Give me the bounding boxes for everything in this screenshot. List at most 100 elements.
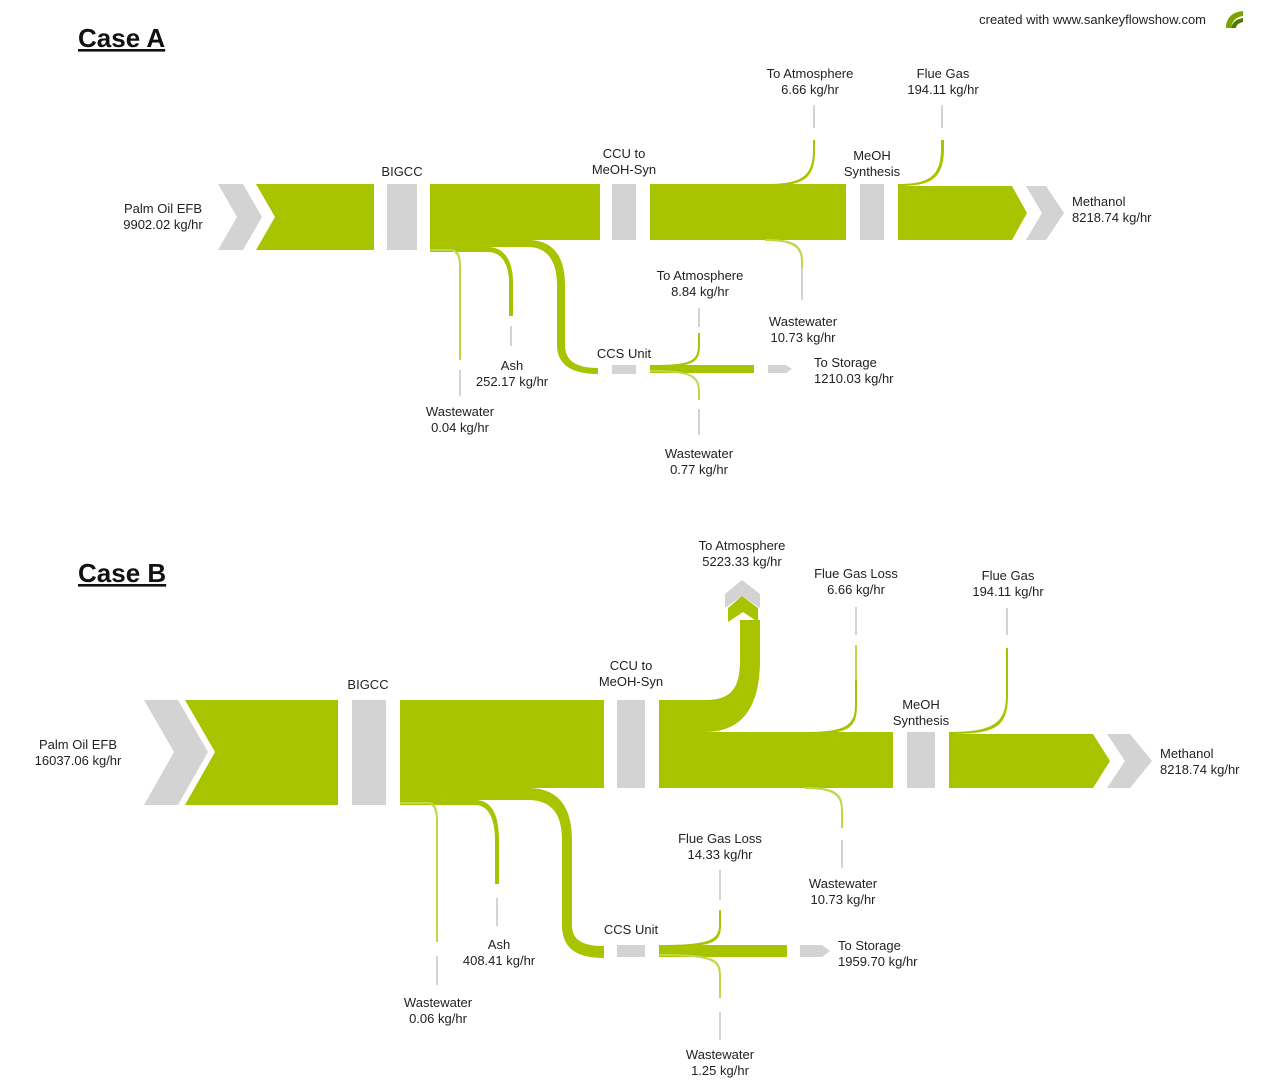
case-b-feed-flow: [185, 700, 338, 805]
case-b-methanol-arrow: [1107, 734, 1152, 788]
case-b-flow-ccu-meoh: [659, 732, 893, 788]
case-a-meoh-label-1: MeOH: [853, 148, 891, 163]
case-b-ww-bigcc-value: 0.06 kg/hr: [409, 1011, 467, 1026]
case-a-atm-ccs-name: To Atmosphere: [657, 268, 744, 283]
case-b-ccs-node: [617, 945, 645, 957]
credit-text: created with www.sankeyflowshow.com: [979, 12, 1206, 27]
case-b-atm-value: 5223.33 kg/hr: [702, 554, 782, 569]
case-b-feed-value: 16037.06 kg/hr: [35, 753, 122, 768]
case-b-ash-name: Ash: [488, 937, 510, 952]
case-b-flow-ww-ccs: [659, 954, 721, 998]
case-b-atm-name: To Atmosphere: [699, 538, 786, 553]
case-b-fg-loss-ccs-name: Flue Gas Loss: [678, 831, 762, 846]
case-a-ww-ccs-value: 0.77 kg/hr: [670, 462, 728, 477]
case-a-ash-value: 252.17 kg/hr: [476, 374, 549, 389]
case-a-ccu-label-1: CCU to: [603, 146, 646, 161]
case-b-feed-name: Palm Oil EFB: [39, 737, 117, 752]
case-a-atm-top-name: To Atmosphere: [767, 66, 854, 81]
case-a-ccu-node: [612, 184, 636, 240]
case-a-flow-ccu-meoh: [650, 184, 846, 240]
case-a-ww-bigcc-value: 0.04 kg/hr: [431, 420, 489, 435]
case-a-storage-name: To Storage: [814, 355, 877, 370]
case-b-flow-bigcc-ccs: [400, 788, 604, 958]
case-b-atm-arrow: [725, 580, 760, 608]
case-a-atm-top-value: 6.66 kg/hr: [781, 82, 839, 97]
case-b-bigcc-node: [352, 700, 386, 805]
case-b-ww-ccs-name: Wastewater: [686, 1047, 755, 1062]
sankeyflowshow-logo-icon: [1226, 11, 1243, 28]
case-a-flow-atm-top: [765, 140, 815, 186]
case-a-ww-ccu-name: Wastewater: [769, 314, 838, 329]
case-b-flow-bigcc-ccu: [400, 700, 604, 788]
case-a-flow-atm-ccs: [650, 333, 700, 367]
case-b-fg-loss-top-value: 6.66 kg/hr: [827, 582, 885, 597]
case-b-flow-fg-loss-ccs: [659, 910, 721, 947]
case-a-feed-arrow: [218, 184, 262, 250]
case-b-feed-arrow: [144, 700, 208, 805]
case-b-flue-gas-value: 194.11 kg/hr: [972, 584, 1044, 599]
case-a-ash-name: Ash: [501, 358, 523, 373]
case-b-fg-loss-ccs-value: 14.33 kg/hr: [687, 847, 753, 862]
case-a-flow-flue-gas: [898, 140, 944, 186]
case-a-flow-ww-ccu: [765, 239, 803, 300]
case-a-ccs-node: [612, 365, 636, 374]
case-a-flow-storage: [650, 365, 754, 373]
case-a-title: Case A: [78, 23, 165, 53]
case-a-feed-flow: [256, 184, 374, 250]
case-b-flow-ww-ccu: [805, 787, 843, 828]
case-b-flow-atm: [659, 620, 760, 732]
case-a-ww-ccs-name: Wastewater: [665, 446, 734, 461]
case-a-bigcc-node: [387, 184, 417, 250]
case-a-meoh-node: [860, 184, 884, 240]
case-b-methanol-value: 8218.74 kg/hr: [1160, 762, 1240, 777]
case-b-ash-value: 408.41 kg/hr: [463, 953, 536, 968]
case-b-title: Case B: [78, 558, 166, 588]
case-a-flue-gas-name: Flue Gas: [917, 66, 970, 81]
case-b-ccu-label-1: CCU to: [610, 658, 653, 673]
case-b-storage-value: 1959.70 kg/hr: [838, 954, 918, 969]
case-a-storage-arrow: [768, 365, 792, 373]
case-b-flow-flue-gas: [949, 648, 1008, 734]
case-a-bigcc-label: BIGCC: [381, 164, 422, 179]
case-a-flow-bigcc-ccu: [430, 184, 600, 240]
case-b-atm-flow-tip: [728, 596, 758, 622]
case-b-methanol-name: Methanol: [1160, 746, 1214, 761]
case-b-ccs-label: CCS Unit: [604, 922, 659, 937]
case-b-ww-bigcc-name: Wastewater: [404, 995, 473, 1010]
case-a-methanol-arrow: [1026, 186, 1064, 240]
case-b-ww-ccu-name: Wastewater: [809, 876, 878, 891]
case-b-storage-name: To Storage: [838, 938, 901, 953]
case-b-flow-storage: [659, 945, 787, 957]
case-a-flow-ww-bigcc: [430, 249, 461, 360]
case-a-flue-gas-value: 194.11 kg/hr: [907, 82, 979, 97]
case-b-flow-methanol: [949, 734, 1110, 788]
case-b-storage-arrow: [800, 945, 830, 957]
case-a-ccs-label: CCS Unit: [597, 346, 652, 361]
case-a-feed-name: Palm Oil EFB: [124, 201, 202, 216]
case-b-flue-gas-name: Flue Gas: [982, 568, 1035, 583]
case-b-flow-ww-bigcc: [400, 802, 438, 942]
case-a-ccu-label-2: MeOH-Syn: [592, 162, 656, 177]
case-b-meoh-label-2: Synthesis: [893, 713, 950, 728]
case-b-ccu-label-2: MeOH-Syn: [599, 674, 663, 689]
case-a-flow-ash: [430, 247, 513, 316]
case-a-meoh-label-2: Synthesis: [844, 164, 901, 179]
case-a-methanol-value: 8218.74 kg/hr: [1072, 210, 1152, 225]
case-a-feed-value: 9902.02 kg/hr: [123, 217, 203, 232]
case-a-flow-methanol: [898, 186, 1027, 240]
case-b-ww-ccu-value: 10.73 kg/hr: [810, 892, 876, 907]
case-a-atm-ccs-value: 8.84 kg/hr: [671, 284, 729, 299]
case-b-ccu-node: [617, 700, 645, 788]
case-a-methanol-name: Methanol: [1072, 194, 1126, 209]
case-a-ww-ccu-value: 10.73 kg/hr: [770, 330, 836, 345]
case-b-ww-ccs-value: 1.25 kg/hr: [691, 1063, 749, 1078]
case-a-flow-bigcc-ccs: [430, 240, 598, 374]
case-b-flow-fg-loss-top: [805, 680, 857, 734]
case-a-flow-ww-ccs: [650, 370, 700, 400]
case-b-flow-ash: [400, 800, 499, 884]
case-b-bigcc-label: BIGCC: [347, 677, 388, 692]
case-a-storage-value: 1210.03 kg/hr: [814, 371, 894, 386]
case-b: Case B: [35, 538, 1241, 1078]
case-b-fg-loss-top-name: Flue Gas Loss: [814, 566, 898, 581]
